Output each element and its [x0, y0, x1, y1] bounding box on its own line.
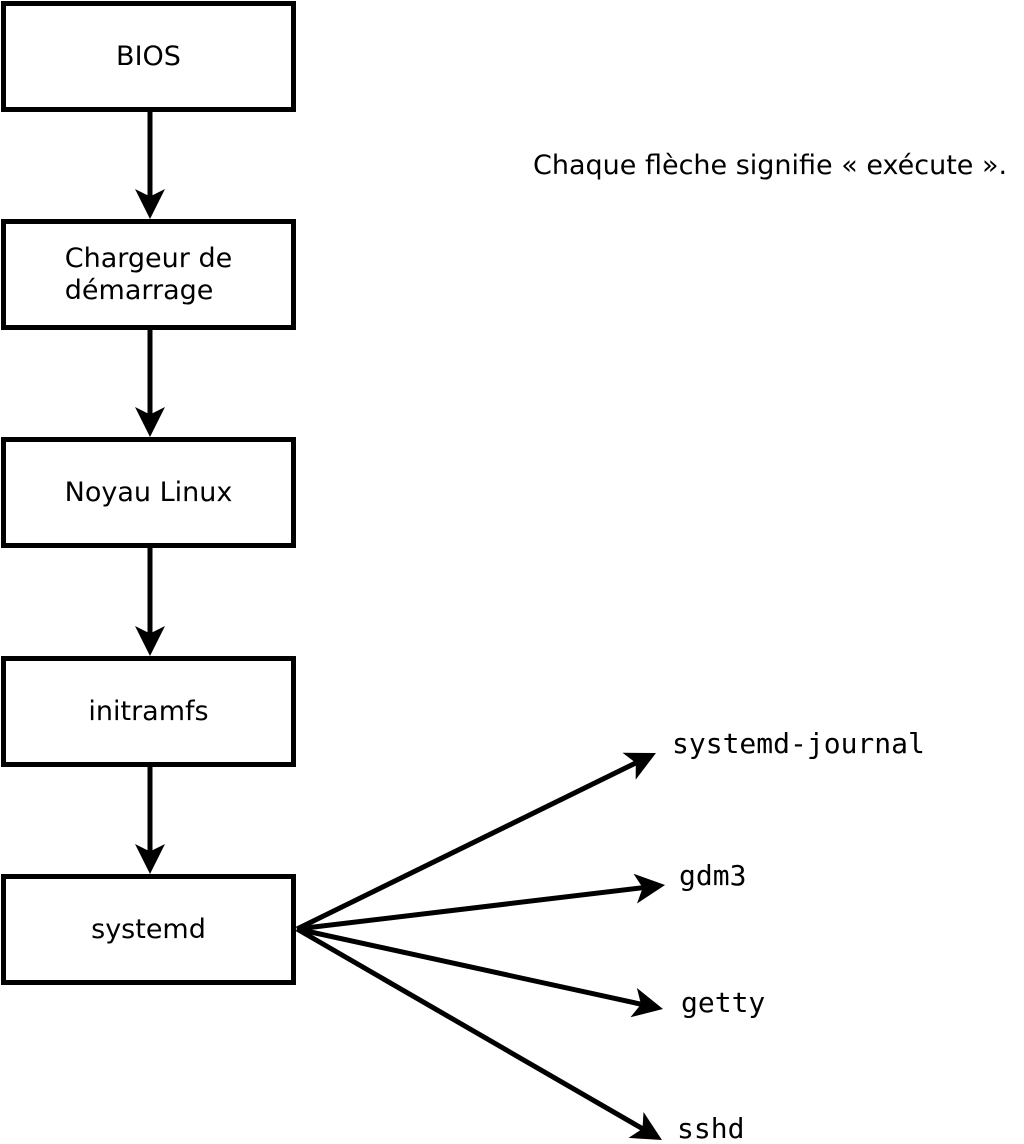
flow-box-bootloader: Chargeur de démarrage — [1, 219, 296, 330]
flow-box-bios: BIOS — [1, 1, 296, 112]
arrow-systemd-to-sshd — [295, 926, 662, 1140]
flow-box-initramfs: initramfs — [1, 656, 296, 767]
process-label-gdm3: gdm3 — [679, 859, 747, 892]
flow-box-bootloader-label: Chargeur de démarrage — [64, 242, 233, 306]
legend-note: Chaque flèche signifie « exécute ». — [533, 150, 1008, 181]
arrow-systemd-to-getty — [296, 926, 663, 1018]
process-label-sshd: sshd — [677, 1112, 745, 1144]
process-label-getty: getty — [681, 986, 766, 1019]
process-label-systemd-journal: systemd-journal — [672, 727, 925, 760]
flow-box-bios-label: BIOS — [116, 40, 181, 72]
flow-box-kernel-label: Noyau Linux — [64, 476, 233, 508]
flow-box-systemd-label: systemd — [91, 913, 206, 945]
flow-box-systemd: systemd — [1, 874, 296, 985]
flow-box-initramfs-label: initramfs — [88, 695, 209, 727]
flow-box-kernel: Noyau Linux — [1, 437, 296, 548]
arrow-systemd-to-gdm3 — [296, 873, 666, 932]
arrow-systemd-to-journal — [295, 752, 657, 932]
